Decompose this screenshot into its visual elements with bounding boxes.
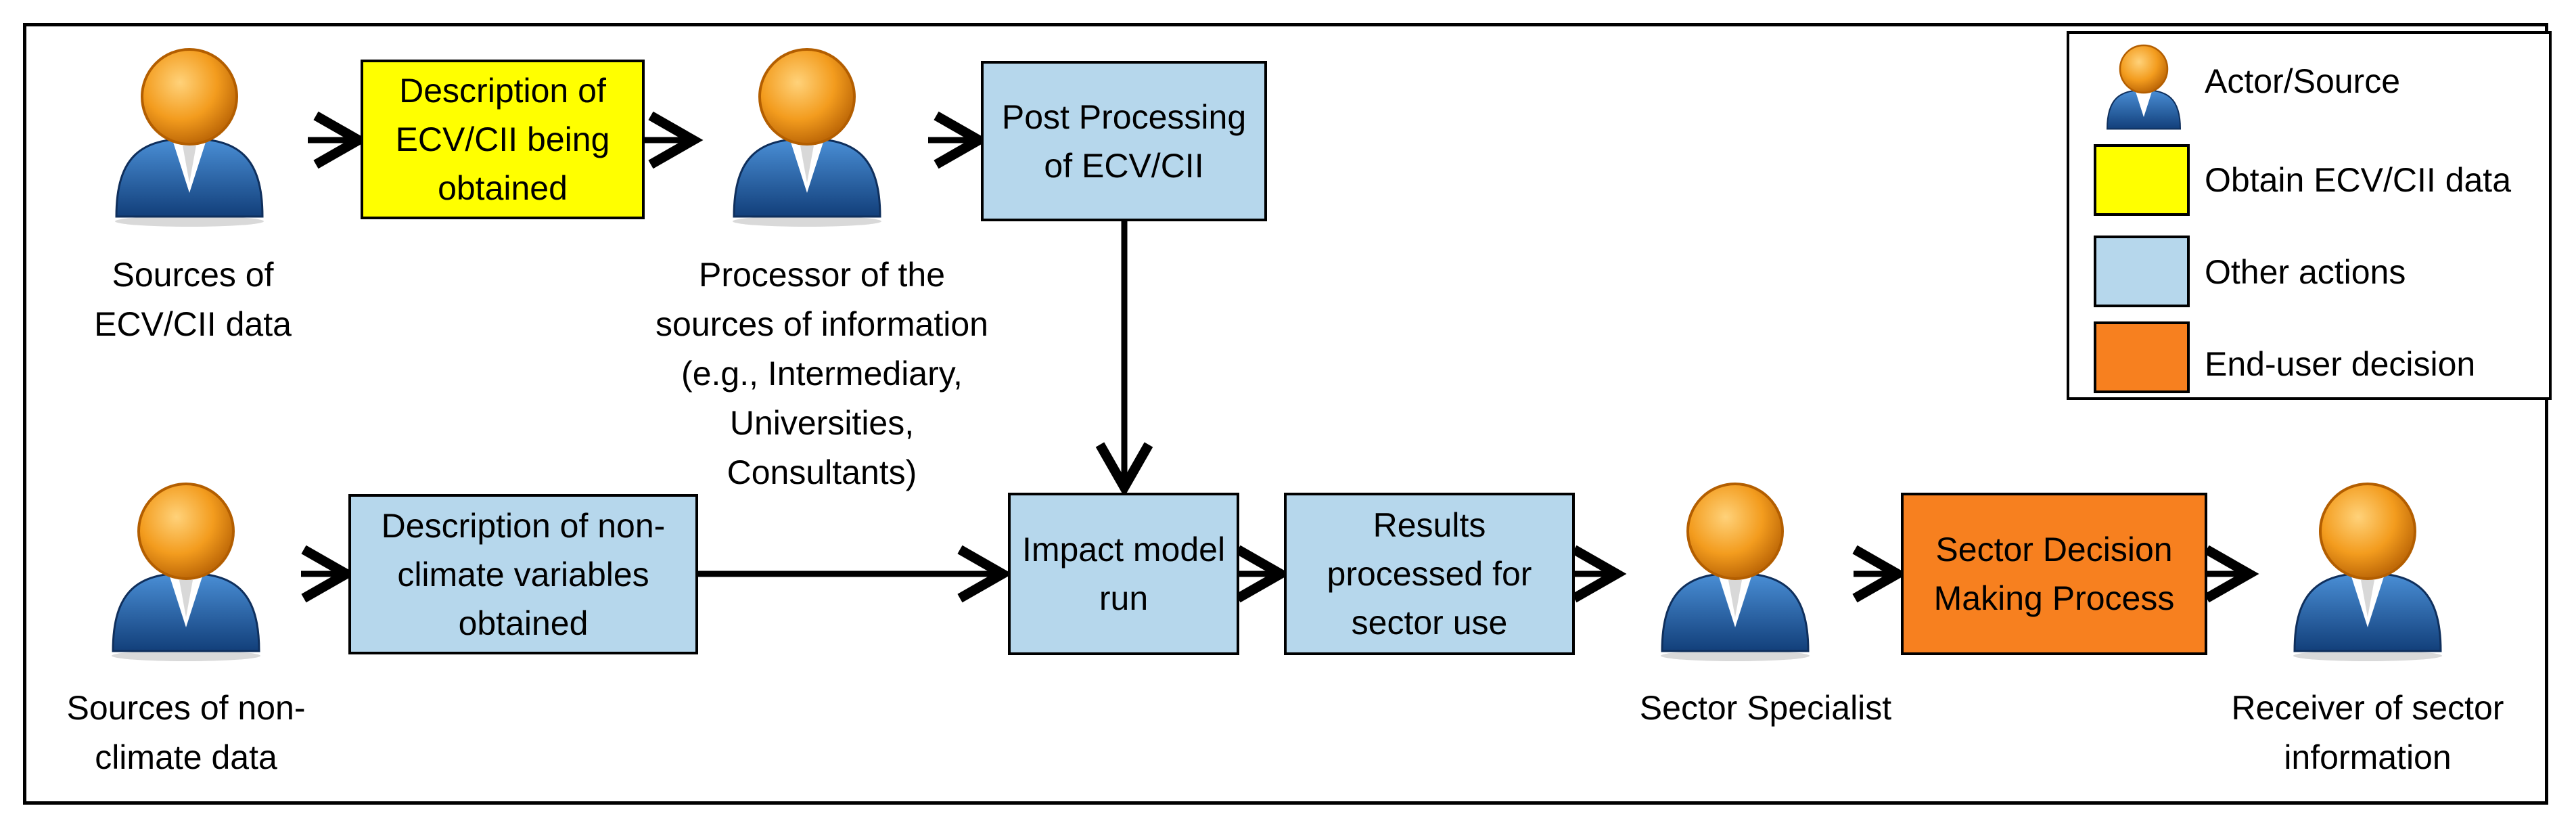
- legend-swatch-obtain: [2094, 144, 2190, 216]
- label-receiver: Receiver of sector information: [2231, 689, 2504, 776]
- actor-icon: [1661, 483, 1810, 661]
- actor-icon: [2293, 483, 2442, 661]
- label-sources-nonclimate: Sources of non- climate data: [66, 689, 306, 776]
- actor-icon: [733, 48, 881, 227]
- actor-icon: [112, 483, 260, 661]
- label-sources-ecv: Sources of ECV/CII data: [94, 256, 292, 343]
- diagram-frame: [23, 23, 2548, 805]
- legend-other-label: Other actions: [2205, 253, 2406, 291]
- legend-enduser-label: End-user decision: [2205, 345, 2476, 383]
- box-impact-model-run: Impact model run: [1008, 493, 1239, 655]
- box-results-processed: Results processed for sector use: [1284, 493, 1575, 655]
- legend-actor-icon: [2106, 44, 2182, 130]
- box-description-nonclimate: Description of non-climate variables obt…: [348, 494, 698, 654]
- legend-swatch-other: [2094, 236, 2190, 307]
- legend: Actor/Source Obtain ECV/CII data Other a…: [2067, 31, 2552, 400]
- box-sector-decision: Sector Decision Making Process: [1901, 493, 2207, 655]
- label-processor: Processor of the sources of information …: [656, 256, 988, 491]
- actor-icon: [115, 48, 264, 227]
- legend-obtain-label: Obtain ECV/CII data: [2205, 161, 2512, 199]
- legend-swatch-enduser: [2094, 321, 2190, 393]
- legend-actor-label: Actor/Source: [2205, 62, 2401, 100]
- box-post-processing: Post Processing of ECV/CII: [981, 61, 1267, 221]
- box-description-ecv: Description of ECV/CII being obtained: [361, 60, 645, 219]
- label-sector-specialist: Sector Specialist: [1639, 689, 1892, 727]
